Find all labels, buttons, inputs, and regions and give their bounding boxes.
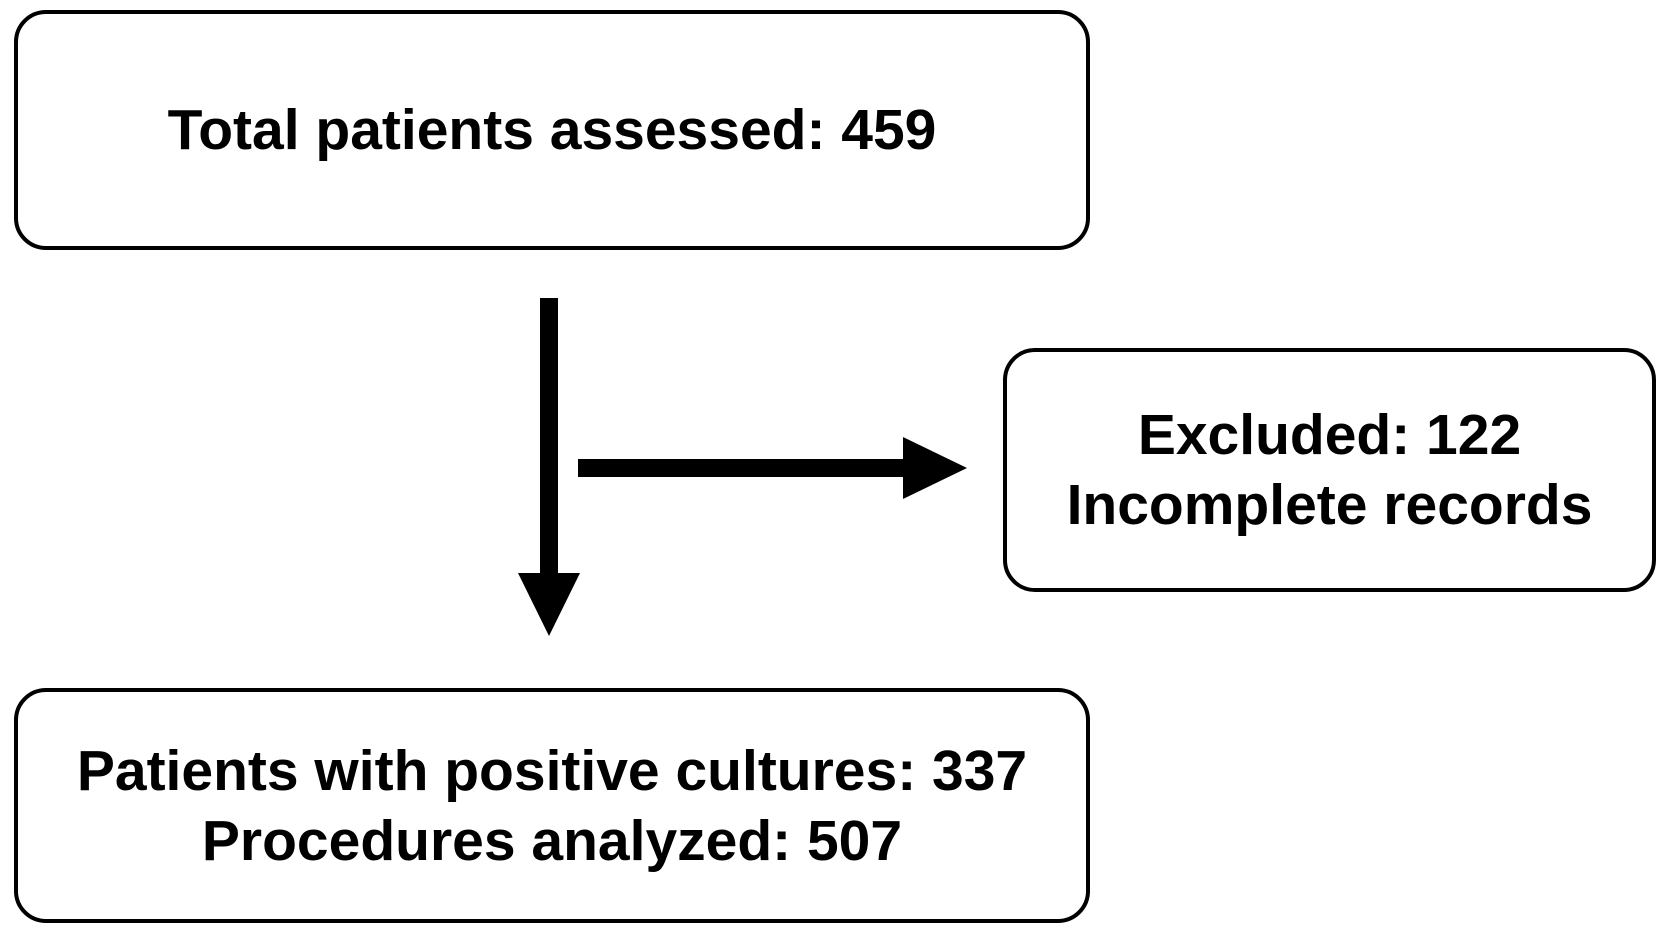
excluded-count-label: Excluded: 122	[1137, 403, 1522, 467]
positive-cultures-label: Patients with positive cultures: 337	[76, 738, 1028, 803]
right-arrow-icon	[578, 437, 967, 499]
node-total-patients-assessed: Total patients assessed: 459	[14, 10, 1090, 250]
excluded-reason-label: Incomplete records	[1066, 473, 1593, 537]
node-positive-cultures-analyzed: Patients with positive cultures: 337 Pro…	[14, 688, 1090, 923]
node-excluded: Excluded: 122 Incomplete records	[1003, 348, 1656, 592]
total-assessed-label: Total patients assessed: 459	[167, 98, 937, 162]
down-arrow-icon	[518, 298, 580, 636]
procedures-analyzed-label: Procedures analyzed: 507	[201, 808, 903, 873]
